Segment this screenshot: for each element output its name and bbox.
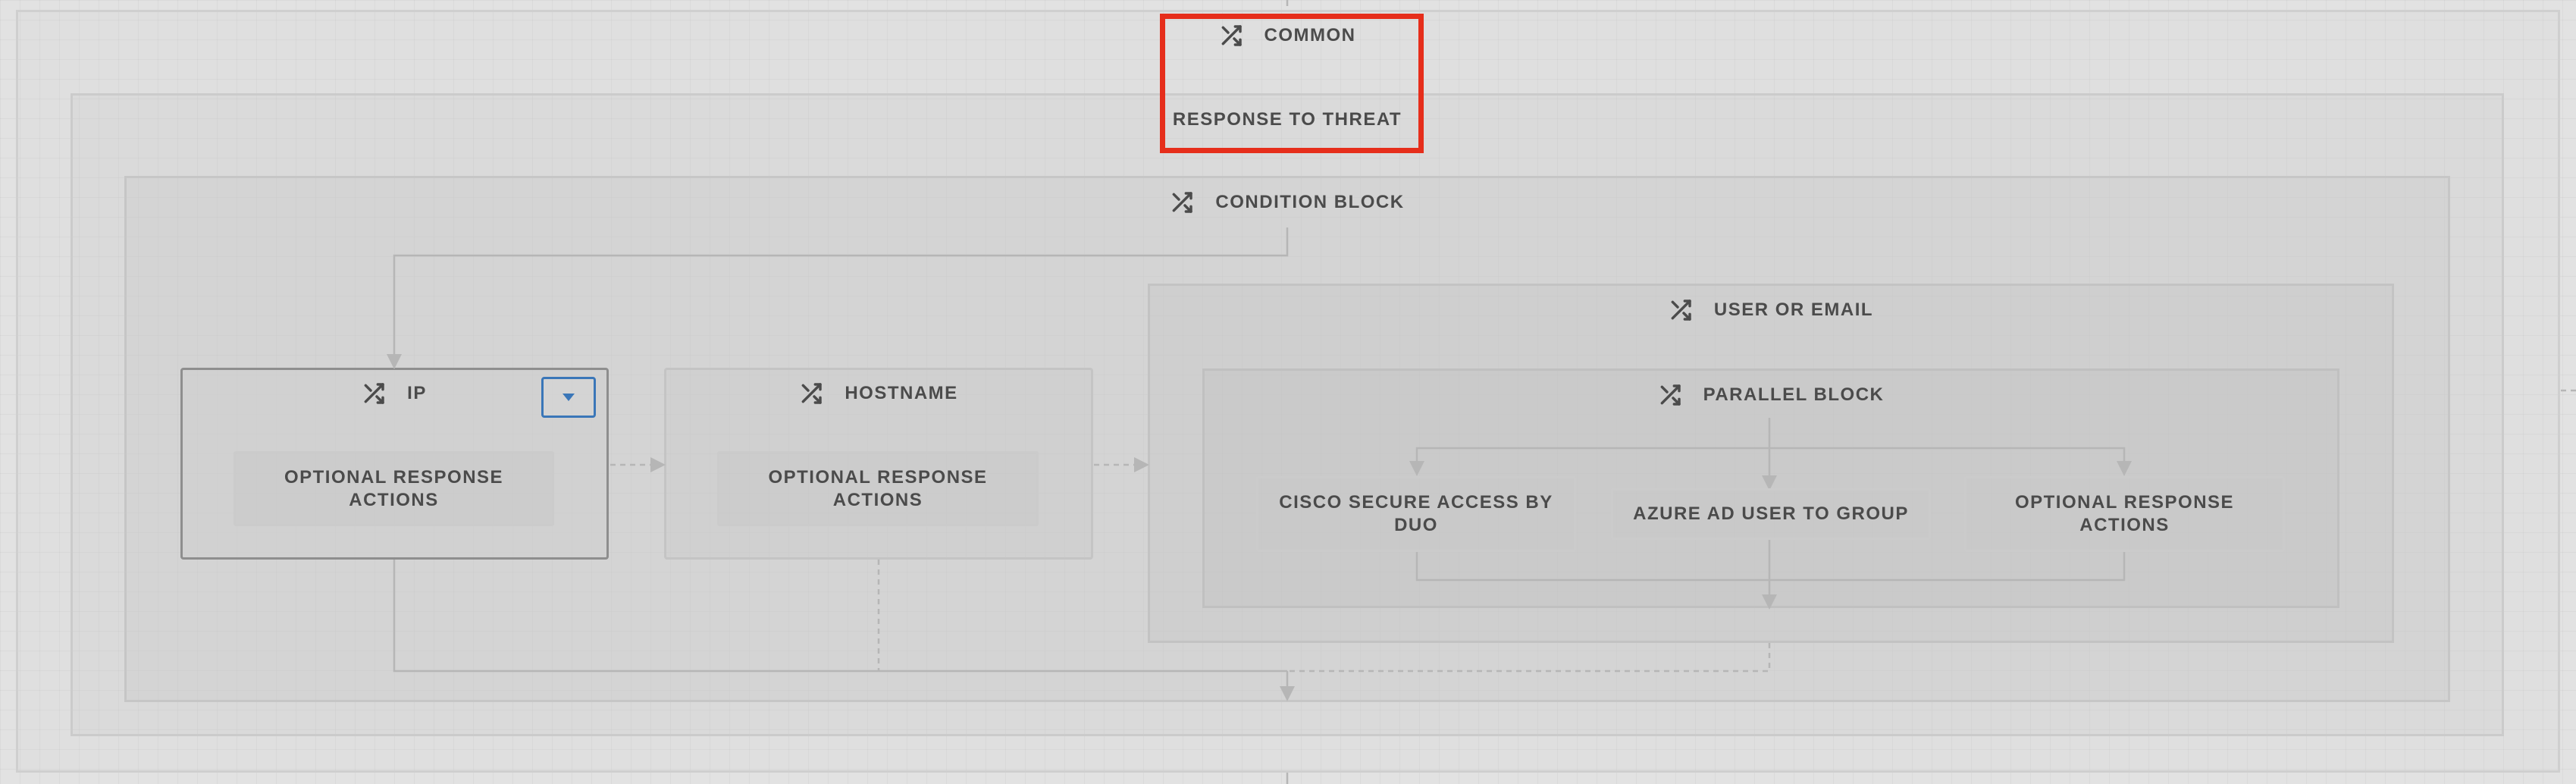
action-label: OPTIONAL RESPONSE ACTIONS	[768, 466, 988, 510]
action-label: CISCO SECURE ACCESS BY DUO	[1279, 492, 1553, 535]
user-or-email-label[interactable]: USER OR EMAIL	[1619, 295, 1923, 325]
ip-optional-response-actions[interactable]: OPTIONAL RESPONSE ACTIONS	[233, 451, 554, 526]
condition-block-label[interactable]: CONDITION BLOCK	[1143, 187, 1431, 218]
action-label: AZURE AD USER TO GROUP	[1633, 503, 1909, 524]
shuffle-icon	[1671, 299, 1691, 321]
condition-block-text: CONDITION BLOCK	[1215, 192, 1405, 212]
parallel-optional-response-actions[interactable]: OPTIONAL RESPONSE ACTIONS	[1964, 476, 2285, 552]
hostname-text: HOSTNAME	[845, 383, 958, 403]
ip-text: IP	[407, 383, 427, 403]
response-to-threat-label[interactable]: RESPONSE TO THREAT	[1172, 105, 1402, 135]
shuffle-icon	[1660, 384, 1681, 406]
common-label[interactable]: COMMON	[1174, 20, 1401, 51]
shuffle-icon	[1221, 25, 1242, 46]
shuffle-icon	[801, 383, 823, 404]
parallel-block-text: PARALLEL BLOCK	[1703, 384, 1885, 405]
ip-dropdown-button[interactable]	[541, 377, 596, 418]
caret-down-icon	[563, 394, 575, 401]
parallel-block-label[interactable]: PARALLEL BLOCK	[1619, 380, 1923, 410]
response-to-threat-text: RESPONSE TO THREAT	[1172, 109, 1402, 130]
common-text: COMMON	[1264, 25, 1356, 45]
action-label: OPTIONAL RESPONSE ACTIONS	[2014, 492, 2235, 535]
shuffle-icon	[1173, 192, 1193, 213]
action-label: OPTIONAL RESPONSE ACTIONS	[284, 466, 504, 510]
ip-label[interactable]: IP	[318, 378, 470, 409]
hostname-optional-response-actions[interactable]: OPTIONAL RESPONSE ACTIONS	[717, 451, 1039, 526]
selection-highlight	[1160, 14, 1424, 153]
shuffle-icon	[364, 383, 384, 404]
cisco-secure-access-by-duo-action[interactable]: CISCO SECURE ACCESS BY DUO	[1256, 476, 1576, 552]
hostname-label[interactable]: HOSTNAME	[765, 378, 992, 409]
azure-ad-user-to-group-action[interactable]: AZURE AD USER TO GROUP	[1611, 488, 1931, 540]
user-or-email-text: USER OR EMAIL	[1713, 299, 1874, 320]
